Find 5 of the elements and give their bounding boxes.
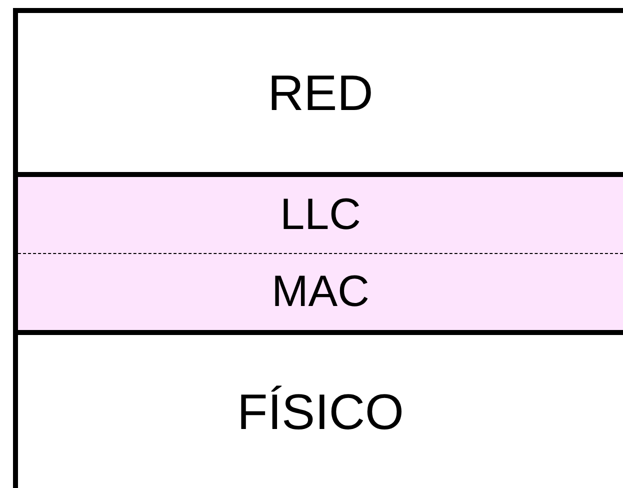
layer-label: MAC [272, 270, 370, 314]
layer-label: LLC [280, 193, 361, 237]
layer-band [18, 177, 623, 335]
layer-label: FÍSICO [237, 386, 404, 436]
layer-label: RED [268, 68, 374, 118]
